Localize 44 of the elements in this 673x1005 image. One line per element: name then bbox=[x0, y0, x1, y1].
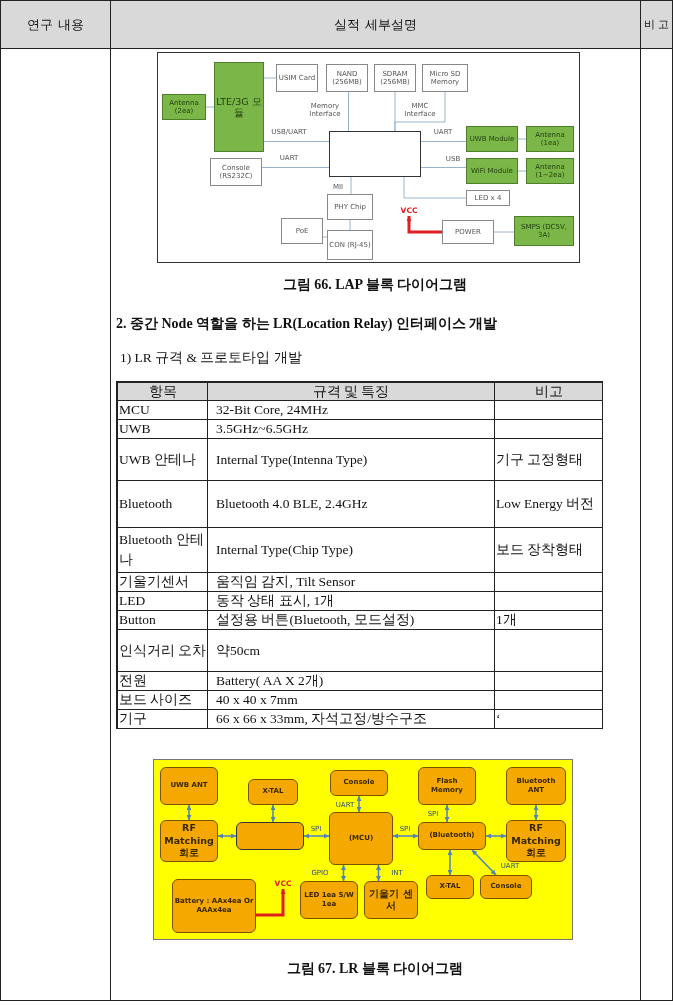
connector-line bbox=[263, 141, 330, 142]
arrow bbox=[217, 833, 237, 839]
connector-line bbox=[263, 77, 277, 79]
arrow bbox=[406, 216, 442, 234]
connector-line bbox=[350, 176, 352, 195]
arrow bbox=[533, 804, 539, 821]
table-header-cell: 실적 세부설명 bbox=[110, 0, 641, 49]
subsection-heading: 1) LR 규격 & 프로토타입 개발 bbox=[120, 349, 303, 367]
table-header-cell: 비 고 bbox=[640, 0, 673, 49]
arrow bbox=[341, 864, 346, 882]
arrow bbox=[270, 804, 276, 823]
box-outline bbox=[329, 131, 421, 177]
arrow bbox=[256, 889, 286, 917]
block-box: 기울기 센서 bbox=[364, 881, 418, 919]
section-heading: 2. 중간 Node 역할을 하는 LR(Location Relay) 인터페이스 개발 bbox=[116, 315, 499, 333]
connector-line bbox=[420, 167, 467, 168]
figure-caption: 그림 66. LAP 블록 다이어그램 bbox=[281, 276, 469, 294]
arrow bbox=[186, 804, 192, 821]
box-outline bbox=[236, 822, 304, 850]
connector-line bbox=[322, 236, 328, 238]
connector-line bbox=[261, 167, 330, 168]
block-box: LTE/3G 모듈 bbox=[214, 62, 264, 152]
block-box: RF Matching 회로 bbox=[506, 820, 566, 862]
connector-line bbox=[349, 219, 351, 231]
connector-line bbox=[205, 106, 215, 108]
arrow bbox=[485, 833, 507, 839]
arrow bbox=[471, 849, 497, 876]
connector-line bbox=[493, 231, 515, 233]
arrow bbox=[447, 849, 453, 876]
block-box: RF Matching 회로 bbox=[160, 820, 218, 862]
table-header-cell: 연구 내용 bbox=[0, 0, 111, 49]
arrow bbox=[392, 833, 419, 839]
figure-caption: 그림 67. LR 블록 다이어그램 bbox=[285, 960, 465, 978]
arrow bbox=[303, 833, 330, 839]
connector-line bbox=[517, 170, 527, 172]
table-cell: 인식거리 오차 bbox=[117, 629, 208, 672]
arrow bbox=[376, 864, 381, 882]
connector-line bbox=[420, 141, 467, 142]
connector-line bbox=[348, 91, 349, 132]
connector-line bbox=[394, 91, 446, 132]
connector-line bbox=[517, 138, 527, 140]
arrow bbox=[356, 795, 362, 813]
arrow bbox=[444, 804, 450, 823]
connector-line bbox=[403, 176, 467, 199]
